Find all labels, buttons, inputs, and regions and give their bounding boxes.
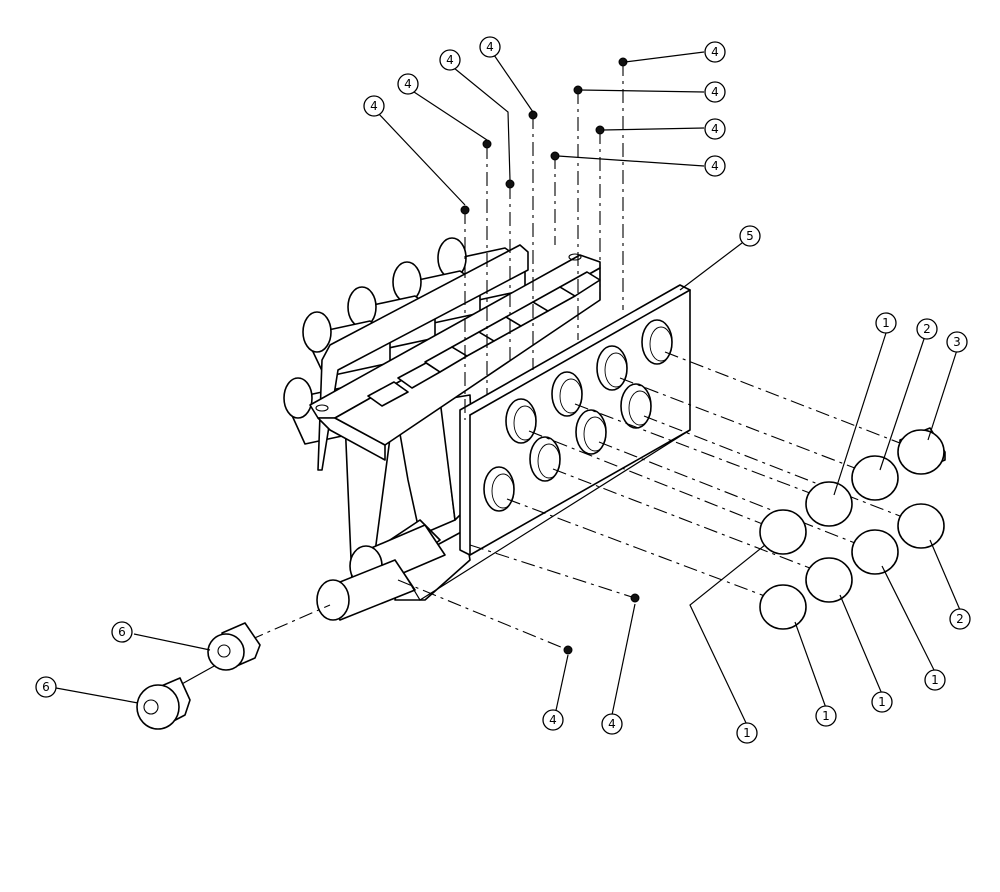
panel-holes <box>483 319 673 512</box>
svg-text:4: 4 <box>486 40 494 54</box>
svg-text:1: 1 <box>878 695 886 709</box>
callout-5: 5 <box>739 225 761 247</box>
svg-text:2: 2 <box>923 322 931 336</box>
spacer-lower <box>136 677 191 730</box>
assembly-centerlines <box>179 62 906 686</box>
cap-1-low-b <box>759 584 807 630</box>
callout-1: 1 <box>924 669 946 691</box>
svg-text:4: 4 <box>404 77 412 91</box>
callout-1: 1 <box>736 722 758 744</box>
svg-text:1: 1 <box>822 709 830 723</box>
callout-6: 6 <box>35 676 57 698</box>
back-side-plate <box>317 244 529 471</box>
callout-1: 1 <box>875 312 897 334</box>
svg-text:4: 4 <box>549 713 557 727</box>
spacer-upper <box>207 622 261 671</box>
svg-text:4: 4 <box>446 53 454 67</box>
top-bracket <box>309 253 601 461</box>
caps <box>759 427 946 630</box>
callout-1: 1 <box>871 691 893 713</box>
svg-text:1: 1 <box>931 673 939 687</box>
cap-2-mid <box>897 503 945 549</box>
svg-text:4: 4 <box>608 717 616 731</box>
callout-4: 4 <box>439 49 461 71</box>
svg-text:4: 4 <box>711 45 719 59</box>
cap-1-low-a <box>805 557 853 603</box>
cap-1-mid-a <box>759 509 807 555</box>
callout-4: 4 <box>397 73 419 95</box>
svg-text:4: 4 <box>370 99 378 113</box>
cap-2-top <box>851 455 899 501</box>
callout-6: 6 <box>111 621 133 643</box>
callout-4: 4 <box>479 36 501 58</box>
callout-4: 4 <box>542 709 564 731</box>
callout-3: 3 <box>946 331 968 353</box>
callout-4: 4 <box>704 155 726 177</box>
svg-text:3: 3 <box>953 335 961 349</box>
svg-text:2: 2 <box>956 612 964 626</box>
callout-1: 1 <box>815 705 837 727</box>
callout-4: 4 <box>363 95 385 117</box>
svg-text:6: 6 <box>118 625 126 639</box>
pivot-tubes <box>316 524 446 621</box>
svg-text:1: 1 <box>882 316 890 330</box>
svg-text:4: 4 <box>711 85 719 99</box>
cap-1-top <box>805 481 853 527</box>
cap-1-mid-b <box>851 529 899 575</box>
leader-lines <box>55 51 961 726</box>
callout-bubbles: 4 4 4 4 4 4 4 4 4 4 5 1 2 3 2 1 1 1 1 6 … <box>35 36 971 744</box>
cap-3 <box>897 427 946 475</box>
front-panel <box>459 284 691 556</box>
svg-text:1: 1 <box>743 726 751 740</box>
svg-text:6: 6 <box>42 680 50 694</box>
callout-4: 4 <box>601 713 623 735</box>
callout-4: 4 <box>704 81 726 103</box>
callout-2: 2 <box>916 318 938 340</box>
spacers <box>136 622 261 730</box>
svg-text:4: 4 <box>711 159 719 173</box>
callout-2: 2 <box>949 608 971 630</box>
svg-text:5: 5 <box>746 229 754 243</box>
callout-4: 4 <box>704 41 726 63</box>
svg-text:4: 4 <box>711 122 719 136</box>
callout-4: 4 <box>704 118 726 140</box>
